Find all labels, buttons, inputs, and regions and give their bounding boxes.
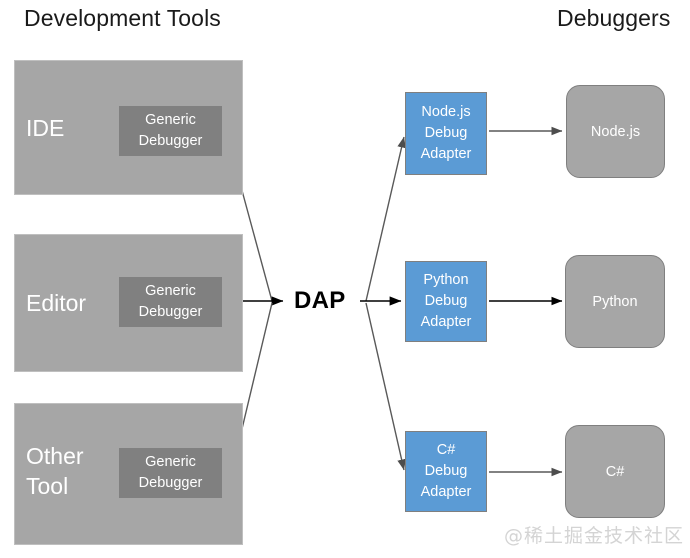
- generic-debugger-label: Generic Debugger: [138, 112, 203, 149]
- header-debuggers: Debuggers: [557, 5, 671, 31]
- tool-label-ide: IDE: [26, 115, 65, 141]
- generic-debugger-box-ide[interactable]: Generic Debugger: [119, 106, 222, 156]
- adapter-label-csharp: C# Debug Adapter: [420, 442, 472, 500]
- adapter-box-nodejs[interactable]: Node.js Debug Adapter: [405, 92, 487, 175]
- runtime-label-python: Python: [592, 293, 638, 310]
- edge-dap-to-csharp-adapter: [365, 302, 406, 471]
- header-development-tools: Development Tools: [24, 5, 221, 31]
- adapter-label-python: Python Debug Adapter: [420, 272, 472, 330]
- adapter-label-nodejs: Node.js Debug Adapter: [420, 104, 472, 162]
- watermark: @稀土掘金技术社区: [504, 525, 685, 547]
- adapter-box-python[interactable]: Python Debug Adapter: [405, 261, 487, 342]
- tool-label-editor: Editor: [26, 290, 87, 316]
- tool-label-other-tool: Other Tool: [26, 443, 84, 499]
- runtime-box-nodejs[interactable]: Node.js: [566, 85, 665, 178]
- runtime-box-python[interactable]: Python: [565, 255, 665, 348]
- generic-debugger-box-editor[interactable]: Generic Debugger: [119, 277, 222, 327]
- runtime-box-csharp[interactable]: C#: [565, 425, 665, 518]
- runtime-label-nodejs: Node.js: [590, 123, 641, 140]
- generic-debugger-box-other-tool[interactable]: Generic Debugger: [119, 448, 222, 498]
- runtime-label-csharp: C#: [605, 463, 625, 480]
- dap-protocol-label: DAP: [294, 287, 346, 314]
- generic-debugger-label: Generic Debugger: [138, 283, 203, 320]
- generic-debugger-label: Generic Debugger: [138, 454, 203, 491]
- adapter-box-csharp[interactable]: C# Debug Adapter: [405, 431, 487, 512]
- edge-dap-to-nodejs-adapter: [365, 136, 406, 302]
